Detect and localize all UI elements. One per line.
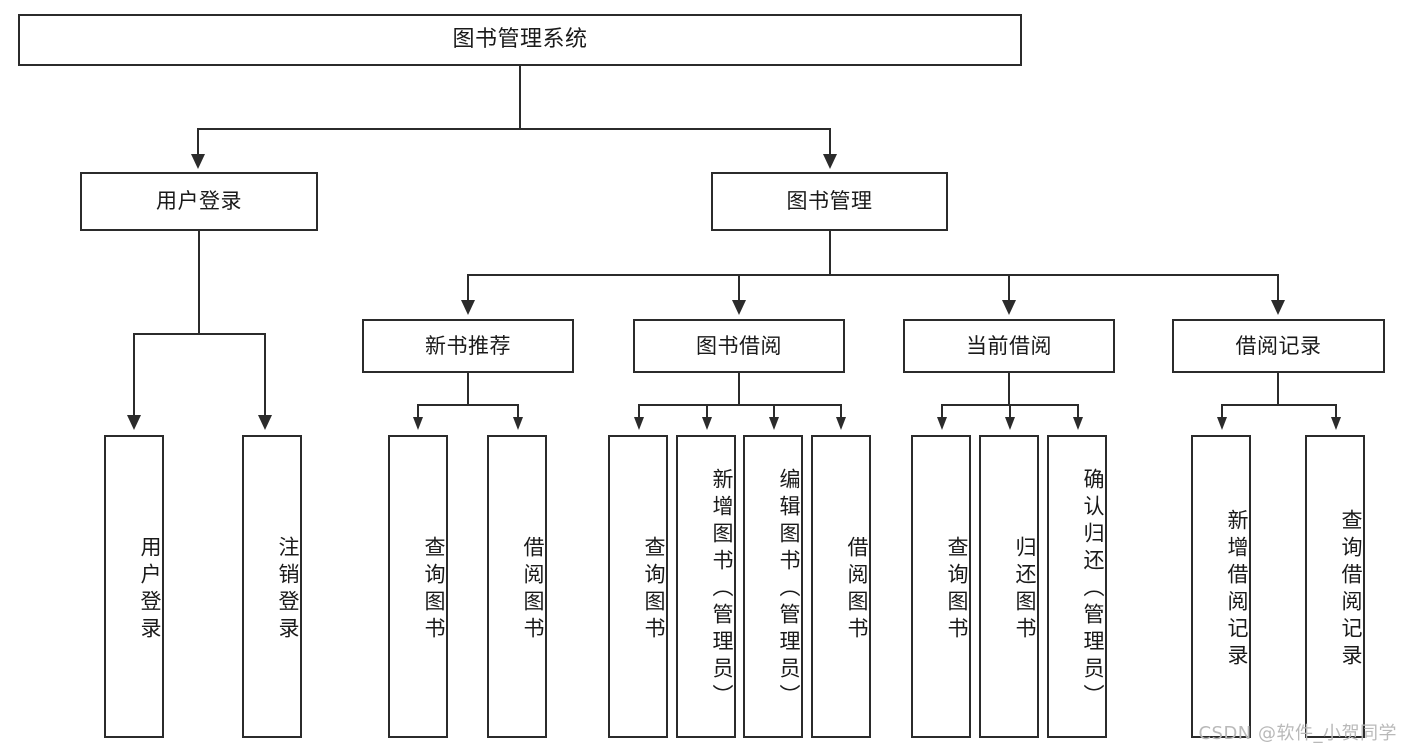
- connector-br-drop-1: [1221, 404, 1223, 418]
- arrowhead-user-login: [191, 154, 205, 169]
- connector-bb-drop-2: [706, 404, 708, 418]
- leaf-bb-edit-book[interactable]: 编辑图书（管理员）: [743, 435, 803, 738]
- arrowhead-book-manage: [823, 154, 837, 169]
- connector-user-login-stem: [198, 231, 200, 335]
- arrowhead-br-leaf-2: [1331, 417, 1341, 430]
- arrowhead-leaf-user-login: [127, 415, 141, 430]
- arrowhead-book-borrow: [732, 300, 746, 315]
- connector-cb-stem: [1008, 373, 1010, 406]
- connector-cb-drop-1: [941, 404, 943, 418]
- leaf-bb-query-book[interactable]: 查询图书: [608, 435, 668, 738]
- connector-br-stem: [1277, 373, 1279, 406]
- leaf-br-add-record[interactable]: 新增借阅记录: [1191, 435, 1251, 738]
- arrowhead-bb-leaf-1: [634, 417, 644, 430]
- connector-user-login-bus: [133, 333, 266, 335]
- connector-root-drop-right: [829, 128, 831, 156]
- arrowhead-leaf-logout: [258, 415, 272, 430]
- connector-book-manage-bus: [467, 274, 1279, 276]
- connector-nbr-drop-2: [517, 404, 519, 418]
- arrowhead-new-book-recommend: [461, 300, 475, 315]
- leaf-logout[interactable]: 注销登录: [242, 435, 302, 738]
- node-root-system[interactable]: 图书管理系统: [18, 14, 1022, 66]
- csdn-watermark: CSDN @软件_小贺同学: [1198, 723, 1397, 744]
- connector-root-stem: [519, 66, 521, 129]
- connector-bm-drop-1: [467, 274, 469, 302]
- connector-bm-drop-3: [1008, 274, 1010, 302]
- node-book-management[interactable]: 图书管理: [711, 172, 948, 231]
- connector-nbr-drop-1: [417, 404, 419, 418]
- leaf-bb-add-book[interactable]: 新增图书（管理员）: [676, 435, 736, 738]
- connector-bb-drop-4: [840, 404, 842, 418]
- connector-root-drop-left: [197, 128, 199, 156]
- arrowhead-bb-leaf-4: [836, 417, 846, 430]
- leaf-bb-borrow-book[interactable]: 借阅图书: [811, 435, 871, 738]
- node-user-login[interactable]: 用户登录: [80, 172, 318, 231]
- leaf-cb-query-book[interactable]: 查询图书: [911, 435, 971, 738]
- arrowhead-bb-leaf-3: [769, 417, 779, 430]
- connector-nbr-stem: [467, 373, 469, 406]
- connector-bb-drop-1: [638, 404, 640, 418]
- node-book-borrow[interactable]: 图书借阅: [633, 319, 845, 373]
- connector-nbr-bus: [417, 404, 519, 406]
- arrowhead-cb-leaf-2: [1005, 417, 1015, 430]
- connector-bb-bus: [638, 404, 842, 406]
- connector-cb-drop-3: [1077, 404, 1079, 418]
- arrowhead-current-borrow: [1002, 300, 1016, 315]
- connector-cb-drop-2: [1009, 404, 1011, 418]
- connector-bb-drop-3: [773, 404, 775, 418]
- arrowhead-cb-leaf-3: [1073, 417, 1083, 430]
- leaf-cb-confirm-return[interactable]: 确认归还（管理员）: [1047, 435, 1107, 738]
- node-borrow-record[interactable]: 借阅记录: [1172, 319, 1385, 373]
- arrowhead-cb-leaf-1: [937, 417, 947, 430]
- leaf-nbr-borrow-book[interactable]: 借阅图书: [487, 435, 547, 738]
- arrowhead-br-leaf-1: [1217, 417, 1227, 430]
- arrowhead-bb-leaf-2: [702, 417, 712, 430]
- connector-book-manage-stem: [829, 231, 831, 276]
- arrowhead-borrow-record: [1271, 300, 1285, 315]
- leaf-user-login[interactable]: 用户登录: [104, 435, 164, 738]
- connector-bm-drop-4: [1277, 274, 1279, 302]
- leaf-nbr-query-book[interactable]: 查询图书: [388, 435, 448, 738]
- connector-root-bus: [197, 128, 831, 130]
- connector-user-login-drop-2: [264, 333, 266, 417]
- leaf-br-query-record[interactable]: 查询借阅记录: [1305, 435, 1365, 738]
- connector-br-bus: [1221, 404, 1337, 406]
- arrowhead-nbr-leaf-1: [413, 417, 423, 430]
- connector-user-login-drop-1: [133, 333, 135, 417]
- node-new-book-recommend[interactable]: 新书推荐: [362, 319, 574, 373]
- node-current-borrow[interactable]: 当前借阅: [903, 319, 1115, 373]
- connector-bb-stem: [738, 373, 740, 406]
- connector-bm-drop-2: [738, 274, 740, 302]
- connector-br-drop-2: [1335, 404, 1337, 418]
- arrowhead-nbr-leaf-2: [513, 417, 523, 430]
- leaf-cb-return-book[interactable]: 归还图书: [979, 435, 1039, 738]
